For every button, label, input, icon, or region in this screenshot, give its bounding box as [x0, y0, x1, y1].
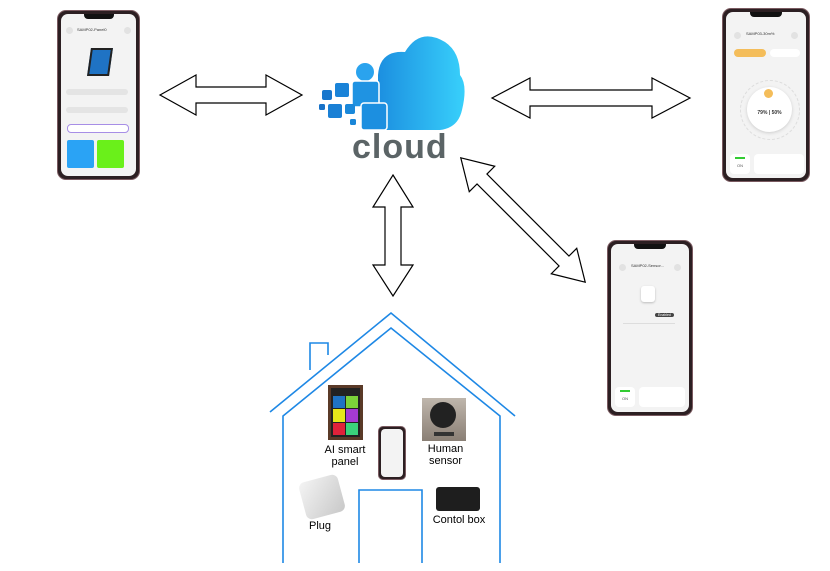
arrow-cloud-plug-phone — [459, 156, 587, 284]
back-icon[interactable] — [66, 27, 73, 34]
device-title: SAMP03-30m% — [746, 31, 775, 36]
house-phone-image — [378, 426, 406, 480]
fan-icon — [764, 89, 773, 98]
device-title: SAMP02-Panel0 — [77, 27, 107, 32]
power-card[interactable]: ON — [615, 387, 635, 407]
phone-climate-app: SAMP03-30m% 79% | 50% ON — [722, 8, 810, 182]
tile-blue[interactable] — [67, 140, 94, 168]
tile-green[interactable] — [97, 140, 124, 168]
timer-card[interactable] — [639, 387, 685, 407]
mode-tab-active[interactable] — [734, 49, 766, 57]
human-sensor-image — [422, 398, 466, 441]
field-2[interactable] — [66, 107, 128, 113]
back-icon[interactable] — [734, 32, 741, 39]
ai-smart-panel-image — [328, 385, 363, 440]
cloud-label: cloud — [352, 128, 448, 166]
plug-label: Plug — [308, 520, 332, 532]
power-card[interactable]: ON — [730, 154, 750, 174]
settings-icon[interactable] — [791, 32, 798, 39]
phone-panel-app: SAMP02-Panel0 — [57, 10, 140, 180]
settings-icon[interactable] — [674, 264, 681, 271]
action-button[interactable] — [67, 124, 129, 133]
phone-plug-app: SAMP02-Sensor... Enabled ON — [607, 240, 693, 416]
panel-device-image — [87, 48, 113, 76]
back-icon[interactable] — [619, 264, 626, 271]
field-1[interactable] — [66, 89, 128, 95]
control-box-label: Contol box — [432, 514, 486, 526]
arrow-cloud-right-phone — [490, 77, 692, 119]
settings-icon[interactable] — [124, 27, 131, 34]
house-outline — [269, 311, 516, 563]
enabled-badge[interactable]: Enabled — [655, 313, 674, 317]
mode-tab[interactable] — [770, 49, 800, 57]
temp-humidity-readout: 79% | 50% — [757, 110, 782, 116]
control-box-image — [436, 487, 480, 511]
device-title: SAMP02-Sensor... — [631, 263, 664, 268]
plug-image — [641, 286, 655, 302]
cloud-logo-icon — [319, 36, 465, 131]
arrow-cloud-house — [371, 173, 415, 298]
arrow-left-phone-cloud — [158, 73, 304, 117]
timer-card[interactable] — [754, 154, 804, 174]
